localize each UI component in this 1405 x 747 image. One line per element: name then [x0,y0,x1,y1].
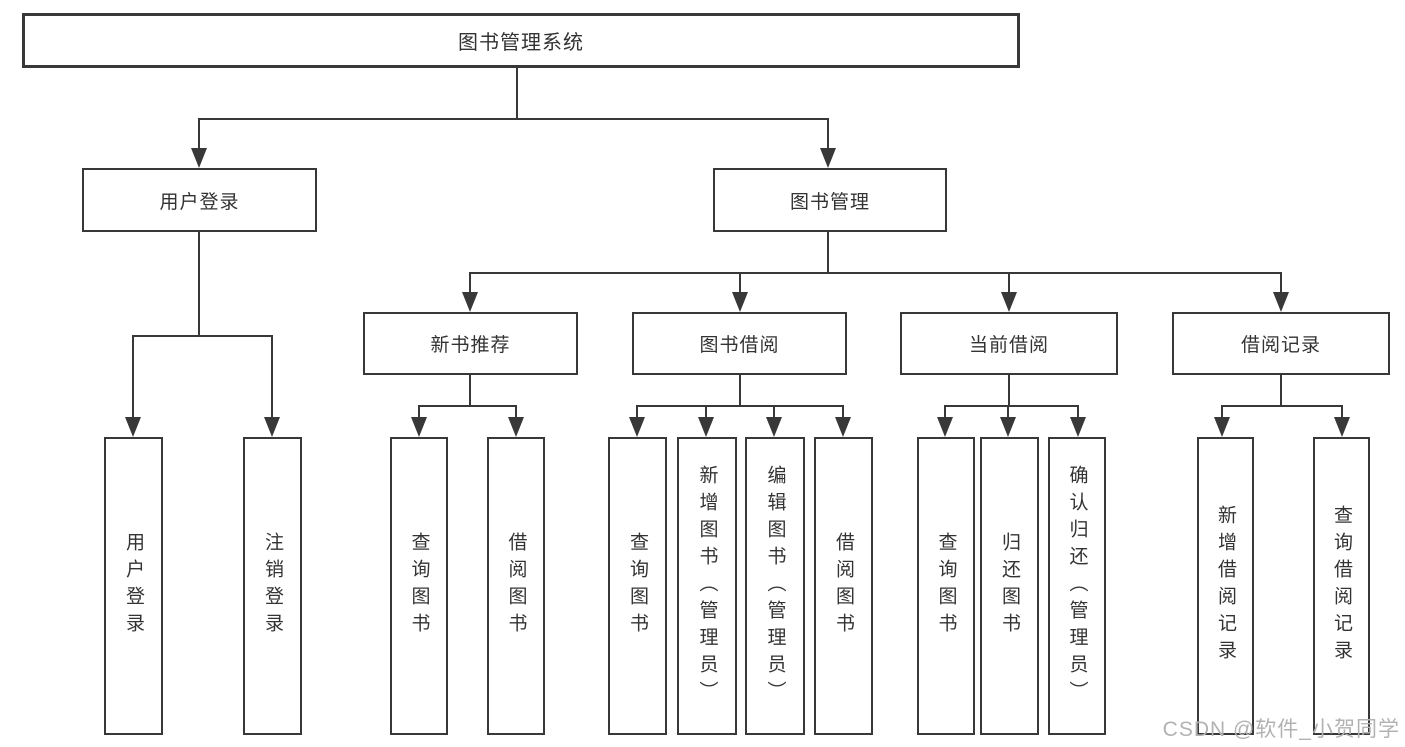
connector-root-rail [198,118,829,120]
node-book-borrow: 图书借阅 [632,312,847,375]
connector-book-borrow-rail [636,405,844,407]
connector-root-stub [516,68,518,119]
node-borrow-records: 借阅记录 [1172,312,1390,375]
connector-current-borrow-rail [944,405,1079,407]
connector-borrow-records-rail [1221,405,1343,407]
leaf-add-borrow-record: 新增借阅记录 [1197,437,1254,735]
node-new-book-recommend: 新书推荐 [363,312,578,375]
node-book-management: 图书管理 [713,168,947,232]
leaf-logout: 注销登录 [243,437,302,735]
connector-new-book-stub [469,375,471,406]
connector-new-book-rail [418,405,517,407]
leaf-add-book-admin: 新增图书（管理员） [677,437,737,735]
leaf-edit-book-admin: 编辑图书（管理员） [745,437,805,735]
connector-borrow-records-stub [1280,375,1282,406]
leaf-return-book: 归还图书 [980,437,1039,735]
connector-level3-rail [469,272,1282,274]
leaf-confirm-return-admin: 确认归还（管理员） [1048,437,1106,735]
node-user-login: 用户登录 [82,168,317,232]
connector-user-login-rail [132,335,273,337]
connector-user-login-stub [198,232,200,336]
leaf-borrow-books-2: 借阅图书 [814,437,873,735]
connector-book-borrow-stub [739,375,741,406]
node-library-management-system: 图书管理系统 [22,13,1020,68]
leaf-query-books-3: 查询图书 [917,437,975,735]
leaf-borrow-books-1: 借阅图书 [487,437,545,735]
leaf-query-books-2: 查询图书 [608,437,667,735]
connector-book-management-stub [827,232,829,274]
node-current-borrow: 当前借阅 [900,312,1118,375]
leaf-user-login: 用户登录 [104,437,163,735]
csdn-watermark: CSDN @软件_小贺同学 [1162,718,1400,741]
leaf-query-borrow-record: 查询借阅记录 [1313,437,1370,735]
leaf-query-books-1: 查询图书 [390,437,448,735]
connector-current-borrow-stub [1008,375,1010,406]
